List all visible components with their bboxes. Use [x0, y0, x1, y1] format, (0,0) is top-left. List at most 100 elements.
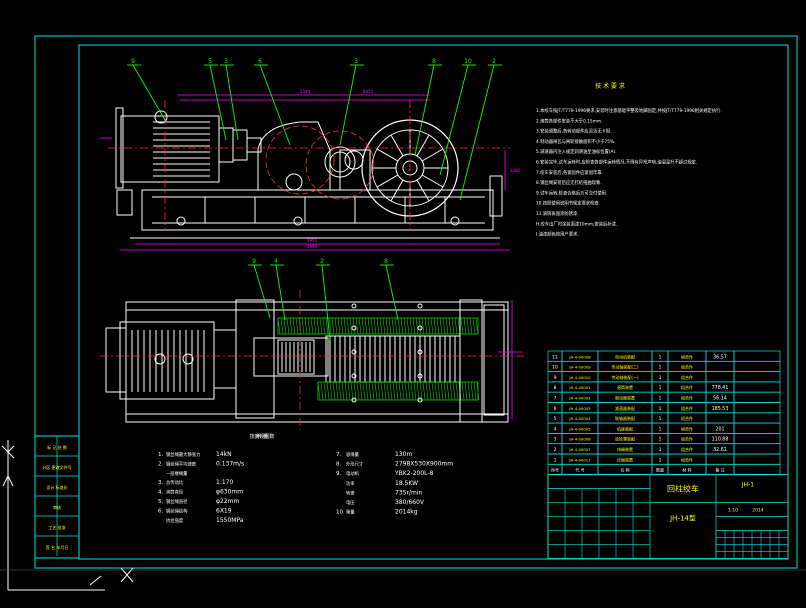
hatch-line — [392, 318, 394, 334]
hatch-line — [314, 318, 316, 334]
tech-req-line: H.绞车出厂时涂装面漆10mm,安装后补漆. — [536, 220, 617, 227]
hatch-line — [447, 382, 449, 400]
tech-req-title: 技 术 要 求 — [595, 82, 625, 90]
hatch-line — [440, 318, 442, 334]
drawing-title: 回柱绞车 — [667, 484, 699, 494]
bom-header: 代 号 — [575, 467, 584, 473]
hatch-line — [293, 318, 295, 334]
bom-header: 名 称 — [620, 467, 629, 473]
bom-code: JH-4-00004 — [568, 416, 591, 421]
left-panel-label: 标 记 处 数 — [47, 444, 67, 450]
hatch-line — [434, 318, 436, 334]
specs-title: 技 术 参 数 — [250, 433, 275, 440]
hatch-line — [281, 318, 283, 334]
hatch-line — [437, 318, 439, 334]
hatch-line — [296, 318, 298, 334]
bom-name: 滚筒装置 — [617, 384, 633, 390]
hatch-line — [365, 318, 367, 334]
spec-label: 总传动比 — [166, 479, 184, 486]
base-bolt-hole — [177, 217, 185, 225]
spec-no: 6. — [158, 508, 163, 514]
callout-number: 3 — [354, 58, 358, 65]
bom-material: 组合件 — [681, 415, 693, 421]
gear-spoke — [391, 135, 403, 156]
hatch-line — [390, 382, 392, 400]
spec-no: 4. — [158, 490, 163, 496]
hatch-line — [333, 382, 335, 400]
hatch-line — [341, 318, 343, 334]
hatch-line — [351, 382, 353, 400]
gear-spoke — [391, 180, 403, 201]
hatch-line — [470, 318, 472, 334]
hatch-line — [374, 318, 376, 334]
spec-value: 2014kg — [395, 509, 418, 516]
hatch-line — [335, 318, 337, 334]
bom-cell — [706, 372, 734, 382]
hatch-line — [375, 382, 377, 400]
bom-cell — [734, 392, 780, 402]
bom-no: 8 — [554, 385, 557, 391]
callout-number: 2 — [320, 258, 324, 265]
hatch-line — [324, 382, 326, 400]
bom-name: 压绳装置 — [617, 456, 633, 462]
hatch-line — [474, 382, 476, 400]
hatch-line — [366, 382, 368, 400]
bom-cell — [734, 423, 780, 433]
hatch-line — [416, 318, 418, 334]
dim-text-overall: 3950 — [307, 238, 318, 243]
plan-gear — [278, 340, 314, 374]
bom-cell — [734, 444, 780, 454]
hatch-line — [389, 318, 391, 334]
bom-no: 4 — [554, 426, 557, 432]
hatch-line — [417, 382, 419, 400]
hatch-line — [302, 318, 304, 334]
dim-text-top-b: 8475 — [363, 89, 374, 94]
tech-req-line: 4.制动器闸瓦与闸轮接触面积不小于75%. — [536, 138, 615, 145]
bom-header: 材 料 — [682, 467, 691, 473]
bom-no: 11 — [552, 354, 558, 360]
bom-code: JH-4-00001 — [568, 385, 591, 390]
bom-header: 数量 — [656, 467, 664, 473]
callout-leader — [260, 65, 290, 145]
hatch-line — [395, 318, 397, 334]
hatch-line — [398, 318, 400, 334]
bom-no: 1 — [554, 457, 557, 463]
bom-material: 组合件 — [681, 405, 693, 411]
hatch-line — [378, 382, 380, 400]
bom-qty: 1 — [659, 396, 662, 402]
spec-no: 9. — [336, 471, 341, 477]
hatch-line — [471, 382, 473, 400]
bom-cell — [734, 351, 780, 361]
motor-body — [121, 116, 219, 182]
bom-mass: 56.14 — [713, 396, 727, 402]
callout-number: 4 — [274, 258, 278, 265]
hatch-line — [441, 382, 443, 400]
reducer-shaft — [286, 174, 302, 190]
bom-name: 电动机装配 — [615, 353, 635, 359]
spec-value: 380/660V — [395, 499, 425, 506]
tech-req-line: 7.绞车安装后,各紧固件应紧固牢靠. — [536, 169, 603, 176]
callout-number: 10 — [464, 58, 472, 65]
spec-value: φ22mm — [216, 498, 239, 505]
bom-no: 9 — [554, 375, 557, 381]
gear-spoke — [417, 180, 429, 201]
spec-label: 钢丝绳最大静张力 — [166, 451, 200, 458]
gear-spoke — [377, 175, 398, 187]
bom-code: JH-4-00003 — [568, 406, 591, 411]
bom-cell — [734, 413, 780, 423]
callout-leader — [440, 65, 468, 175]
bom-material: 组合件 — [681, 374, 693, 380]
dim-text-height: 1085 — [510, 168, 521, 173]
hatch-line — [339, 382, 341, 400]
left-panel-label: 工艺 批准 — [48, 524, 65, 530]
drawing-model: JH-14型 — [669, 514, 696, 523]
bom-name: 机座装配 — [617, 425, 633, 431]
dim-text-top-a: 5544 — [300, 89, 311, 94]
bom-code: JH-4-00005 — [568, 426, 591, 431]
left-panel-label: 设计 标准化 — [46, 484, 67, 490]
plan-frame-post — [236, 300, 274, 418]
hatch-line — [401, 318, 403, 334]
callout-leader — [133, 65, 165, 120]
hatch-line — [284, 318, 286, 334]
bom-name: 制动器装置 — [615, 395, 635, 401]
